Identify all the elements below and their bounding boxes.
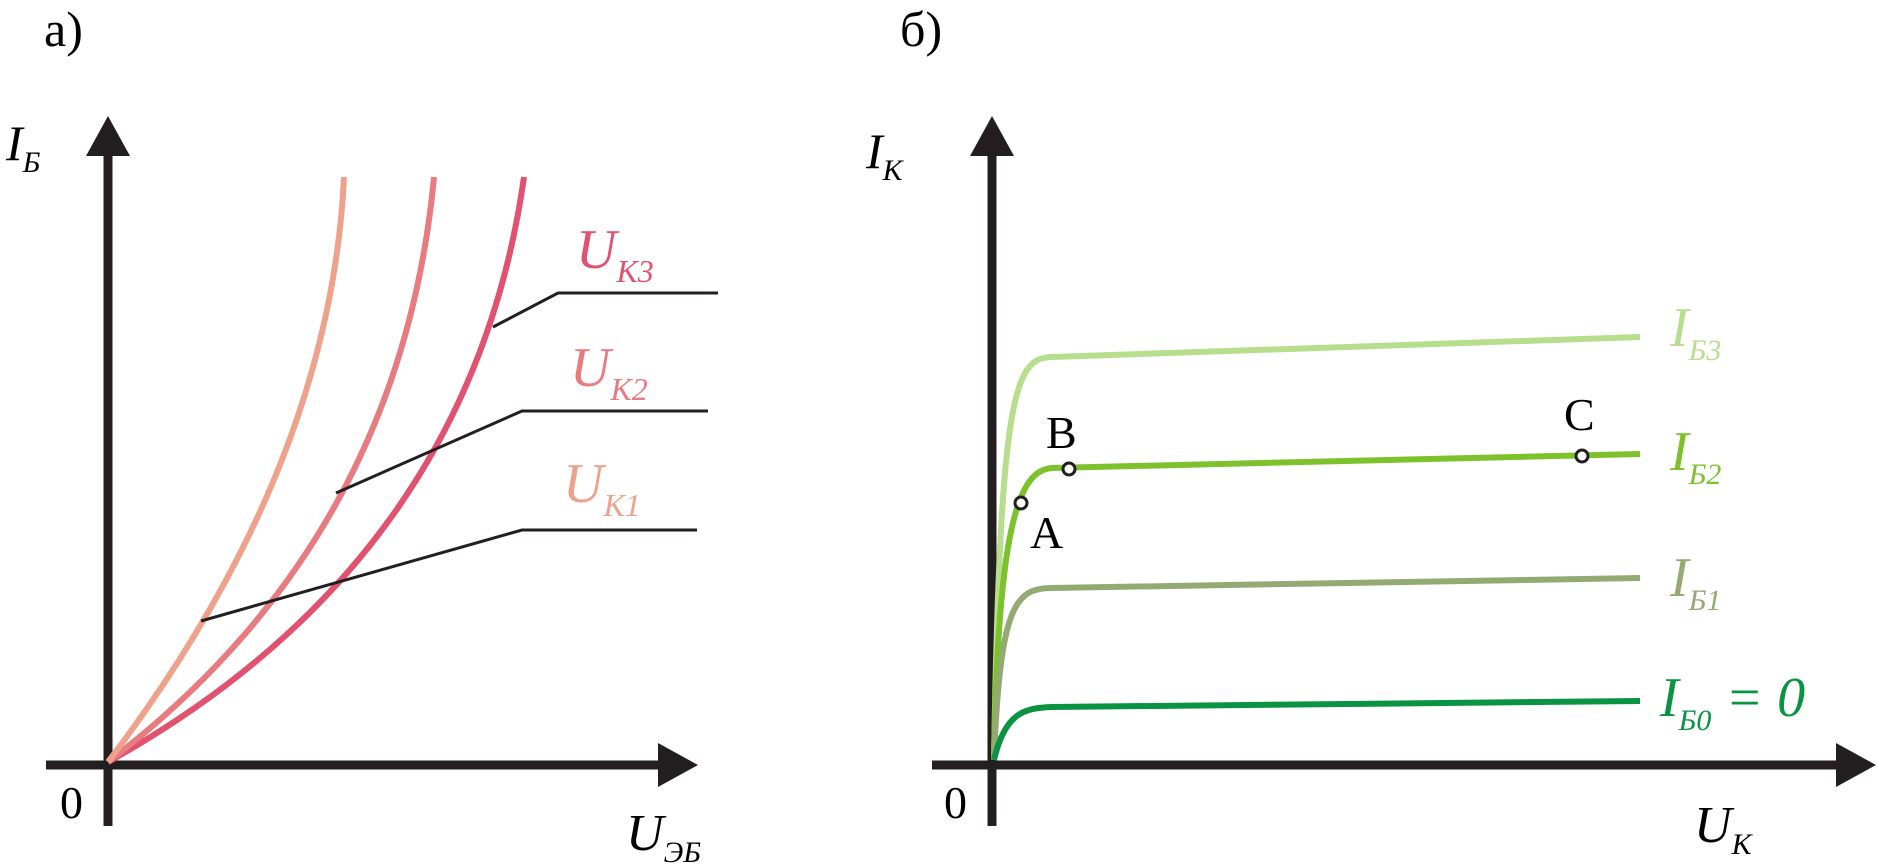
point-c <box>1574 448 1590 464</box>
point-c-label: C <box>1564 389 1595 440</box>
curve-uk2 <box>106 176 437 765</box>
panel-a: а) IБ UЭБ 0 UК3 UК2 UК1 <box>5 1 718 866</box>
leader-uk2 <box>335 409 708 495</box>
panel-a-y-arrow-icon <box>86 116 130 156</box>
panel-b-x-title: UК <box>1694 797 1754 861</box>
point-a-label: A <box>1030 507 1063 558</box>
label-uk3: UК3 <box>576 219 654 289</box>
point-b <box>1061 461 1077 477</box>
panel-b-y-arrow-icon <box>970 116 1014 156</box>
leader-uk3 <box>492 291 718 329</box>
label-ib3: IБ3 <box>1669 297 1721 367</box>
point-b-label: B <box>1046 407 1077 458</box>
panel-b: б) IК UК 0 A B C IБ3 IБ2 IБ1 IБ0= 0 <box>865 1 1876 861</box>
label-uk2: UК2 <box>570 337 648 407</box>
point-a <box>1013 495 1029 511</box>
curve-ib2 <box>991 451 1641 761</box>
label-uk1: UК1 <box>563 453 641 523</box>
curve-ib3 <box>991 334 1641 761</box>
panel-a-origin: 0 <box>60 777 83 828</box>
panel-a-label: а) <box>44 1 83 57</box>
label-ib2: IБ2 <box>1669 421 1721 491</box>
panel-a-x-title: UЭБ <box>626 805 701 866</box>
label-ib0: IБ0= 0 <box>1659 667 1805 737</box>
panel-b-label: б) <box>900 1 942 57</box>
panel-b-y-title: IК <box>865 123 905 187</box>
curve-uk1 <box>105 176 347 764</box>
panel-b-x-arrow-icon <box>1836 743 1876 787</box>
curve-ib1 <box>991 575 1641 761</box>
panel-b-origin: 0 <box>944 777 967 828</box>
panel-a-x-arrow-icon <box>658 743 698 787</box>
panel-a-y-title: IБ <box>5 115 41 179</box>
leader-uk1 <box>200 528 697 623</box>
label-ib1: IБ1 <box>1669 547 1721 617</box>
curve-uk3 <box>106 176 527 765</box>
curve-ib0 <box>991 698 1641 761</box>
